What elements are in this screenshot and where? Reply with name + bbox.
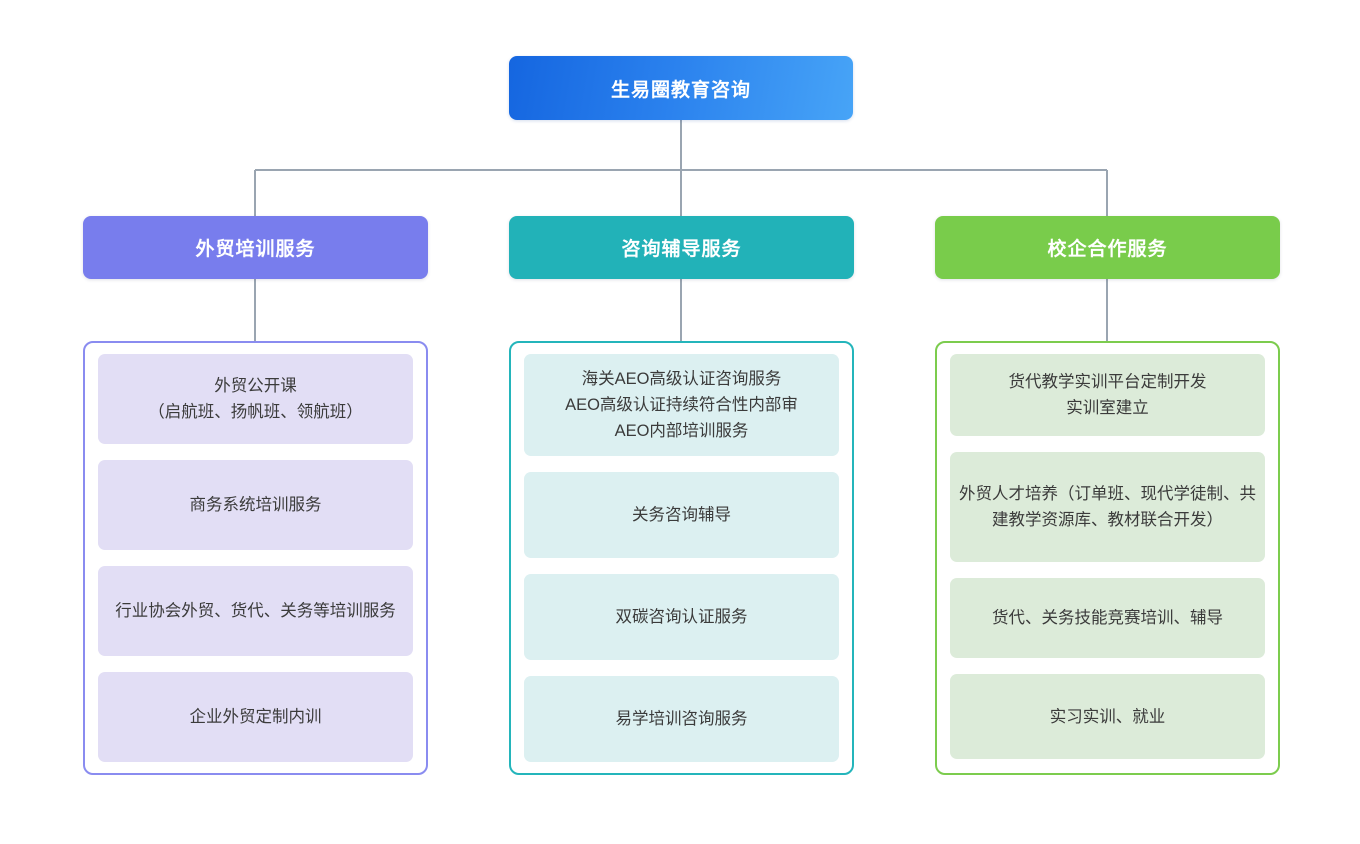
category-header-0[interactable]: 外贸培训服务	[83, 216, 428, 279]
list-item[interactable]: 货代教学实训平台定制开发 实训室建立	[950, 354, 1265, 436]
category-header-2[interactable]: 校企合作服务	[935, 216, 1280, 279]
list-item-label: 易学培训咨询服务	[615, 710, 748, 729]
list-item-label: 外贸人才培养（订单班、现代学徒制、共建教学资源库、教材联合开发）	[959, 485, 1256, 529]
list-item-label: 行业协会外贸、货代、关务等培训服务	[115, 602, 396, 620]
list-item[interactable]: 海关AEO高级认证咨询服务 AEO高级认证持续符合性内部审 AEO内部培训服务	[524, 354, 839, 457]
list-item-label: 关务咨询辅导	[632, 506, 731, 525]
list-item[interactable]: 企业外贸定制内训	[98, 672, 413, 762]
list-item[interactable]: 易学培训咨询服务	[524, 676, 839, 762]
list-item-label: 实习实训、就业	[1049, 707, 1166, 726]
branch-column-foreign-trade-training: 外贸培训服务 外贸公开课 （启航班、扬帆班、领航班） 商务系统培训服务 行业协会…	[83, 216, 428, 775]
list-item[interactable]: 双碳咨询认证服务	[524, 574, 839, 661]
branch-column-consulting-tutoring: 咨询辅导服务 海关AEO高级认证咨询服务 AEO高级认证持续符合性内部审 AEO…	[509, 216, 854, 775]
root-node-label: 生易圈教育咨询	[610, 79, 751, 101]
category-header-2-label: 校企合作服务	[1047, 239, 1168, 260]
items-panel-1: 海关AEO高级认证咨询服务 AEO高级认证持续符合性内部审 AEO内部培训服务 …	[509, 341, 854, 775]
list-item-label: 货代教学实训平台定制开发 实训室建立	[1008, 373, 1207, 417]
list-item[interactable]: 货代、关务技能竞赛培训、辅导	[950, 578, 1265, 658]
category-header-0-label: 外贸培训服务	[195, 239, 316, 260]
list-item[interactable]: 商务系统培训服务	[98, 460, 413, 550]
list-item[interactable]: 行业协会外贸、货代、关务等培训服务	[98, 566, 413, 656]
list-item[interactable]: 外贸人才培养（订单班、现代学徒制、共建教学资源库、教材联合开发）	[950, 452, 1265, 562]
list-item[interactable]: 实习实训、就业	[950, 674, 1265, 759]
list-item-label: 商务系统培训服务	[189, 496, 322, 514]
list-item-label: 海关AEO高级认证咨询服务 AEO高级认证持续符合性内部审 AEO内部培训服务	[565, 370, 798, 441]
category-header-1-label: 咨询辅导服务	[621, 239, 742, 260]
list-item[interactable]: 关务咨询辅导	[524, 472, 839, 559]
items-panel-2: 货代教学实训平台定制开发 实训室建立 外贸人才培养（订单班、现代学徒制、共建教学…	[935, 341, 1280, 775]
category-header-1[interactable]: 咨询辅导服务	[509, 216, 854, 279]
list-item-label: 外贸公开课 （启航班、扬帆班、领航班）	[148, 377, 363, 421]
branch-column-school-enterprise: 校企合作服务 货代教学实训平台定制开发 实训室建立 外贸人才培养（订单班、现代学…	[935, 216, 1280, 775]
list-item[interactable]: 外贸公开课 （启航班、扬帆班、领航班）	[98, 354, 413, 444]
root-node[interactable]: 生易圈教育咨询	[509, 56, 853, 120]
list-item-label: 货代、关务技能竞赛培训、辅导	[992, 609, 1223, 627]
list-item-label: 企业外贸定制内训	[189, 708, 322, 726]
items-panel-0: 外贸公开课 （启航班、扬帆班、领航班） 商务系统培训服务 行业协会外贸、货代、关…	[83, 341, 428, 775]
list-item-label: 双碳咨询认证服务	[615, 608, 748, 627]
